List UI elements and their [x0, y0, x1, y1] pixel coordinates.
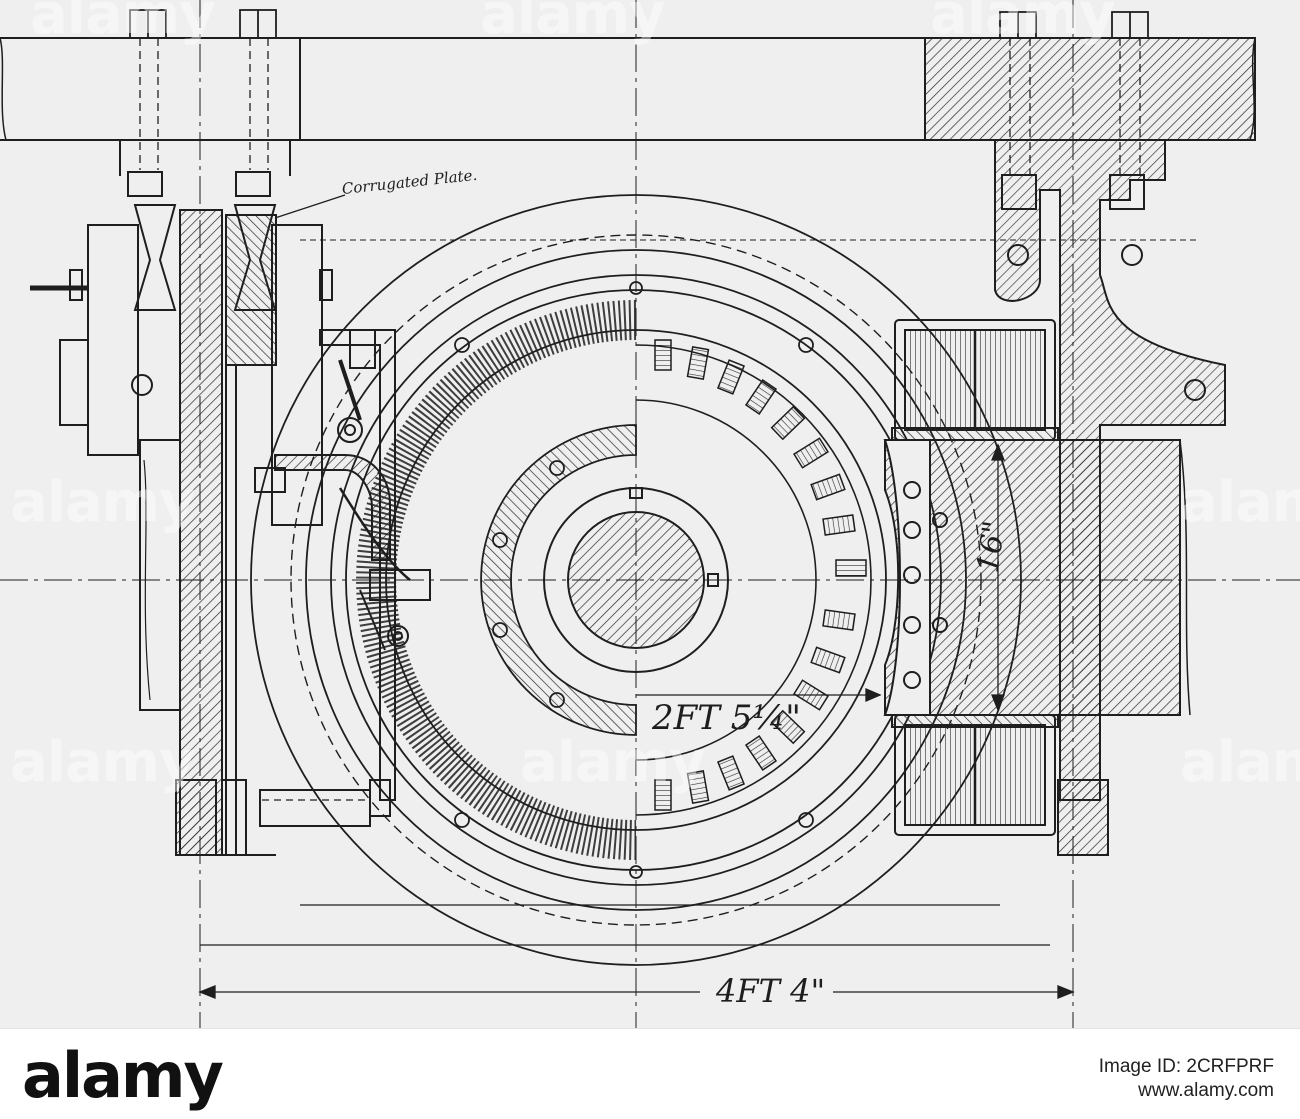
technical-drawing: Corrugated Plate. 16" 2FT 5¼" 4FT 4" ala… — [0, 0, 1300, 1028]
dimension-lines — [198, 194, 1075, 999]
image-id: Image ID: 2CRFPRF — [1098, 1056, 1274, 1077]
image-info: Image ID: 2CRFPRF www.alamy.com — [1099, 1055, 1274, 1103]
field-pole-right — [883, 439, 1181, 716]
watermark: alamy — [1180, 730, 1300, 795]
motor-cross-section — [0, 0, 1300, 1028]
dimension-width-label: 4FT 4" — [708, 972, 834, 1010]
field-coil-bottom — [891, 714, 1059, 836]
watermark: alamy — [30, 0, 216, 47]
field-coil-top — [891, 319, 1059, 441]
left-bracket-assembly — [30, 171, 391, 856]
stock-footer: alamy Image ID: 2CRFPRF www.alamy.com — [0, 1028, 1300, 1119]
watermark: alamy — [930, 0, 1116, 47]
frame-beam-right — [299, 37, 1256, 141]
watermark: alamy — [520, 730, 706, 795]
dimension-16-label: 16" — [970, 518, 1013, 575]
armature-slots — [654, 339, 867, 811]
alamy-logo: alamy — [22, 1039, 224, 1112]
frame-bolt-holes — [454, 281, 814, 879]
watermark: alamy — [10, 470, 196, 535]
center-lines — [0, 0, 1300, 1028]
right-hanger — [994, 139, 1226, 856]
watermark: alamy — [1180, 470, 1300, 535]
site-url: www.alamy.com — [1138, 1080, 1274, 1101]
dimension-radius-label: 2FT 5¼" — [652, 698, 801, 738]
hub-left — [480, 424, 637, 736]
watermark: alamy — [480, 0, 666, 47]
watermark: alamy — [10, 730, 196, 795]
frame-beam-left — [0, 37, 301, 176]
